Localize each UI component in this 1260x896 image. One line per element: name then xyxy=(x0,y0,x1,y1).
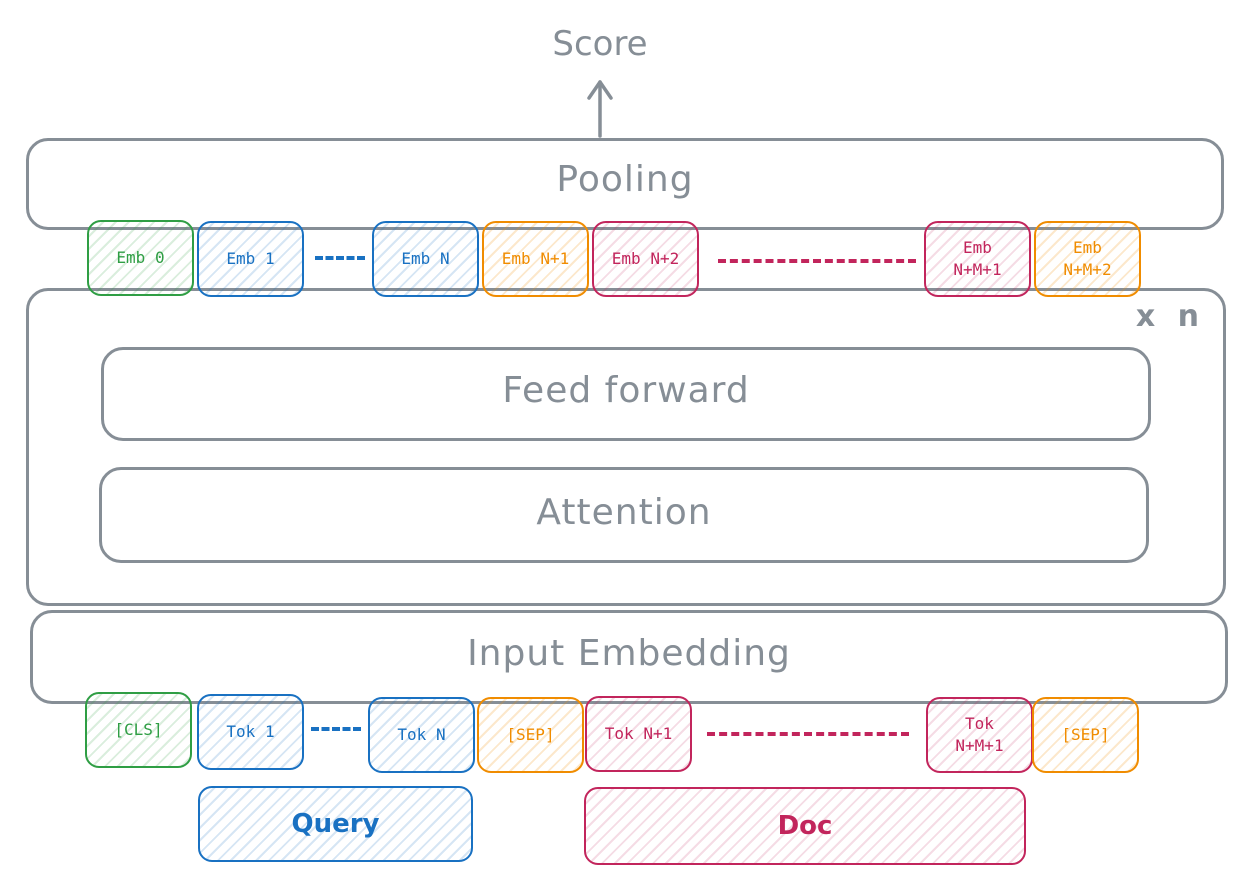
token-ellipsis-doc xyxy=(707,732,909,736)
token-sep-2: [SEP] xyxy=(1032,697,1139,773)
input-embedding-box: Input Embedding xyxy=(30,610,1228,704)
score-arrow xyxy=(587,80,613,138)
score-label: Score xyxy=(552,24,648,64)
pooling-label: Pooling xyxy=(556,159,694,200)
embedding-n-plus-m-plus-2: Emb N+M+2 xyxy=(1034,221,1141,297)
embedding-n-plus-1: Emb N+1 xyxy=(482,221,589,297)
doc-segment: Doc xyxy=(584,787,1026,865)
token-n: Tok N xyxy=(368,697,475,773)
attention-label: Attention xyxy=(536,492,712,533)
token-cls: [CLS] xyxy=(85,692,192,768)
feed-forward-box: Feed forward xyxy=(101,347,1151,441)
embedding-n: Emb N xyxy=(372,221,479,297)
embedding-n-plus-m-plus-1: Emb N+M+1 xyxy=(924,221,1031,297)
feed-forward-label: Feed forward xyxy=(502,370,750,411)
query-segment: Query xyxy=(198,786,473,862)
token-1: Tok 1 xyxy=(197,694,304,770)
embedding-1: Emb 1 xyxy=(197,221,304,297)
embedding-n-plus-2: Emb N+2 xyxy=(592,221,699,297)
embedding-ellipsis-doc xyxy=(718,259,916,263)
token-ellipsis-query xyxy=(311,727,361,731)
token-n-plus-1: Tok N+1 xyxy=(585,696,692,772)
repeat-label: x n xyxy=(1135,299,1205,334)
token-sep-1: [SEP] xyxy=(477,697,584,773)
token-n-plus-m-plus-1: Tok N+M+1 xyxy=(926,697,1033,773)
embedding-ellipsis-query xyxy=(315,256,365,260)
pooling-box: Pooling xyxy=(26,138,1224,230)
transformer-block: x n Feed forward Attention xyxy=(26,288,1226,606)
input-embedding-label: Input Embedding xyxy=(467,633,791,674)
embedding-0: Emb 0 xyxy=(87,220,194,296)
attention-box: Attention xyxy=(99,467,1149,563)
